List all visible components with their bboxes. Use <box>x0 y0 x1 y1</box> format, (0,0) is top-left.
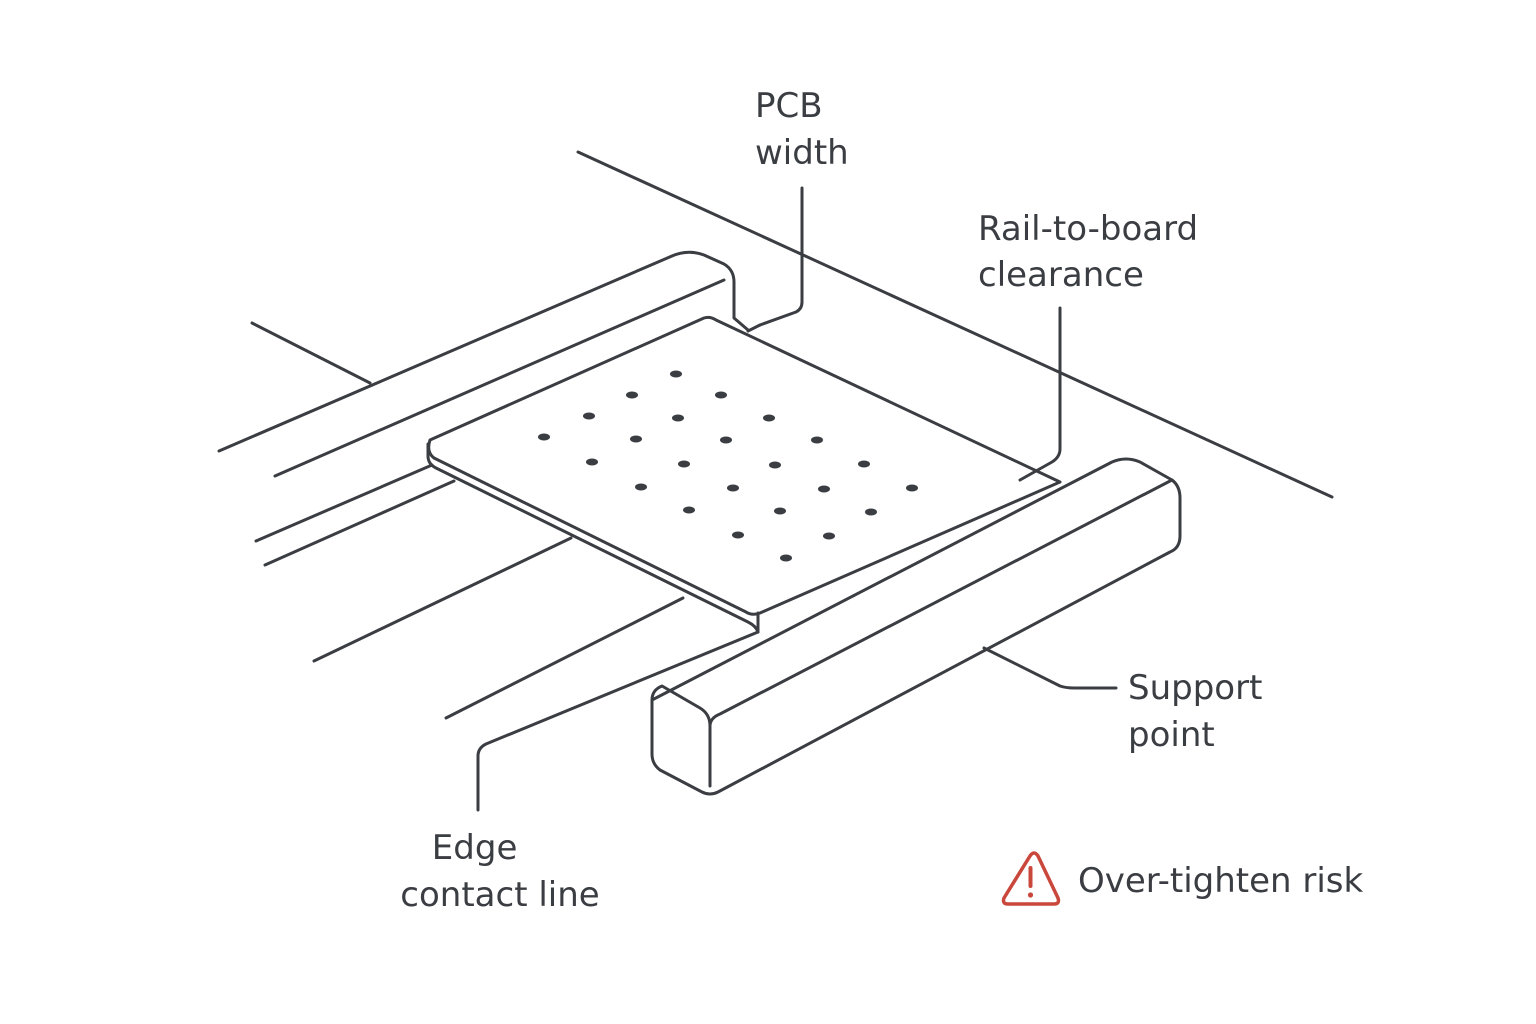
label-rail-clearance: Rail-to-board clearance <box>978 209 1209 295</box>
label-support-point: Support point <box>1128 668 1273 755</box>
background-guide-line <box>576 150 1334 499</box>
support-rail <box>650 457 1182 796</box>
front-rail-lines <box>312 536 685 720</box>
label-pcb-width: PCB width <box>755 86 849 173</box>
leader-edge-contact <box>476 630 760 812</box>
pcb-board <box>426 315 1062 634</box>
left-rail <box>217 250 750 567</box>
label-over-tighten-risk: Over-tighten risk <box>1078 861 1364 901</box>
leader-support-point <box>982 646 1118 690</box>
label-edge-contact: Edge contact line <box>400 828 599 915</box>
warning-triangle-icon <box>1001 851 1061 906</box>
leader-rail-clearance <box>1018 306 1062 482</box>
leader-lines <box>476 186 1118 812</box>
leader-pcb-width <box>758 186 804 327</box>
pcb-holes <box>538 370 918 562</box>
